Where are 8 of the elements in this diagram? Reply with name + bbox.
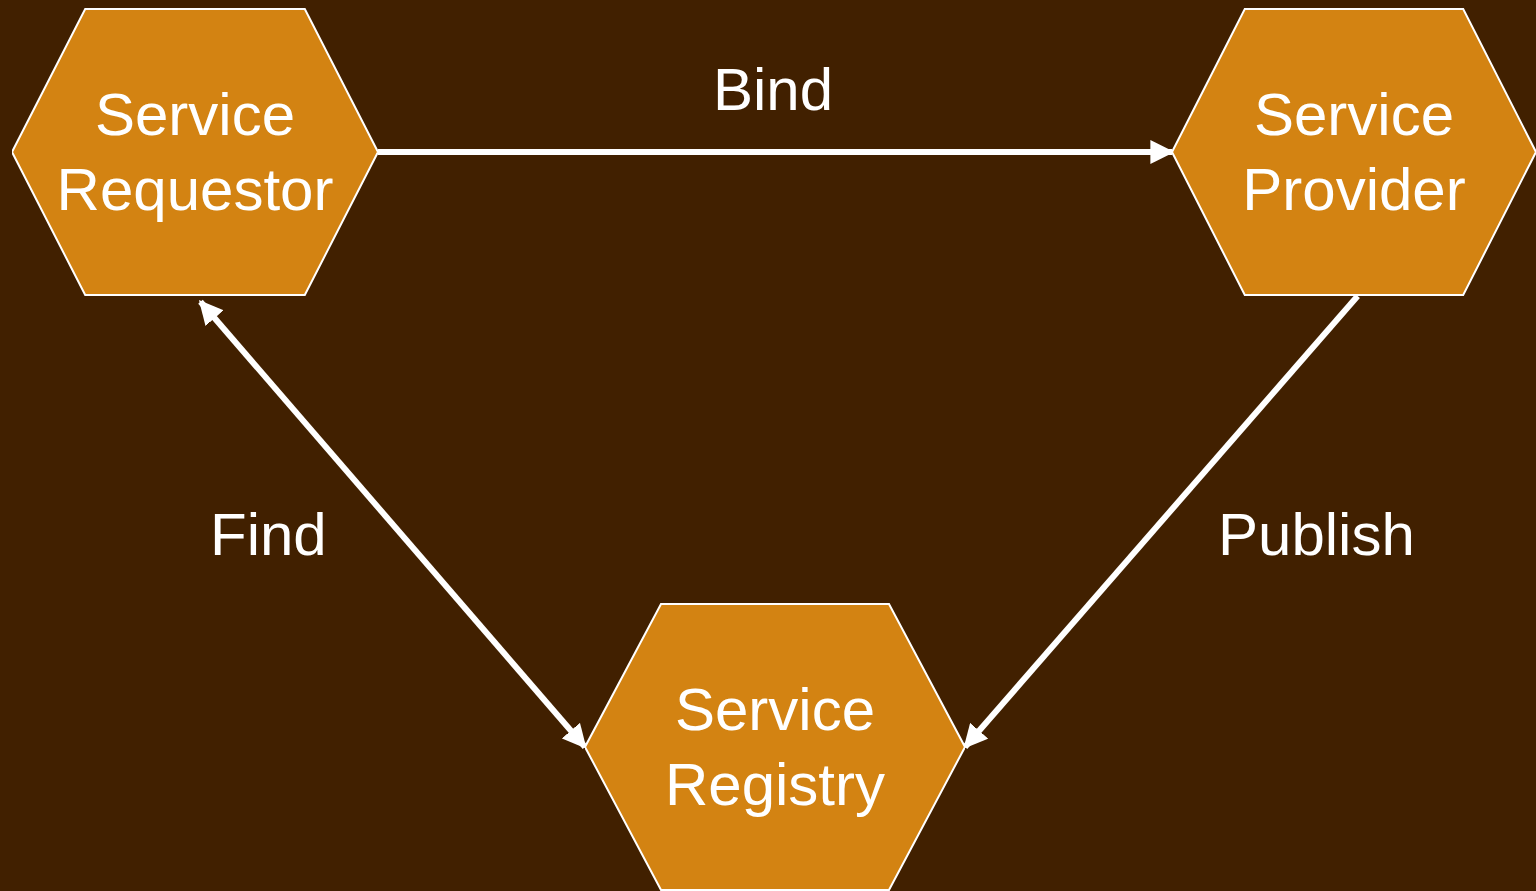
node-label: Service Provider	[1241, 80, 1467, 225]
edge-label: Bind	[713, 55, 834, 125]
arrow	[198, 299, 588, 749]
edge-label: Find	[210, 500, 327, 570]
node-label: Service Requestor	[55, 80, 335, 225]
node-label: Service Registry	[663, 675, 887, 820]
edge-label: Publish	[1218, 500, 1415, 570]
arrow	[962, 294, 1360, 749]
